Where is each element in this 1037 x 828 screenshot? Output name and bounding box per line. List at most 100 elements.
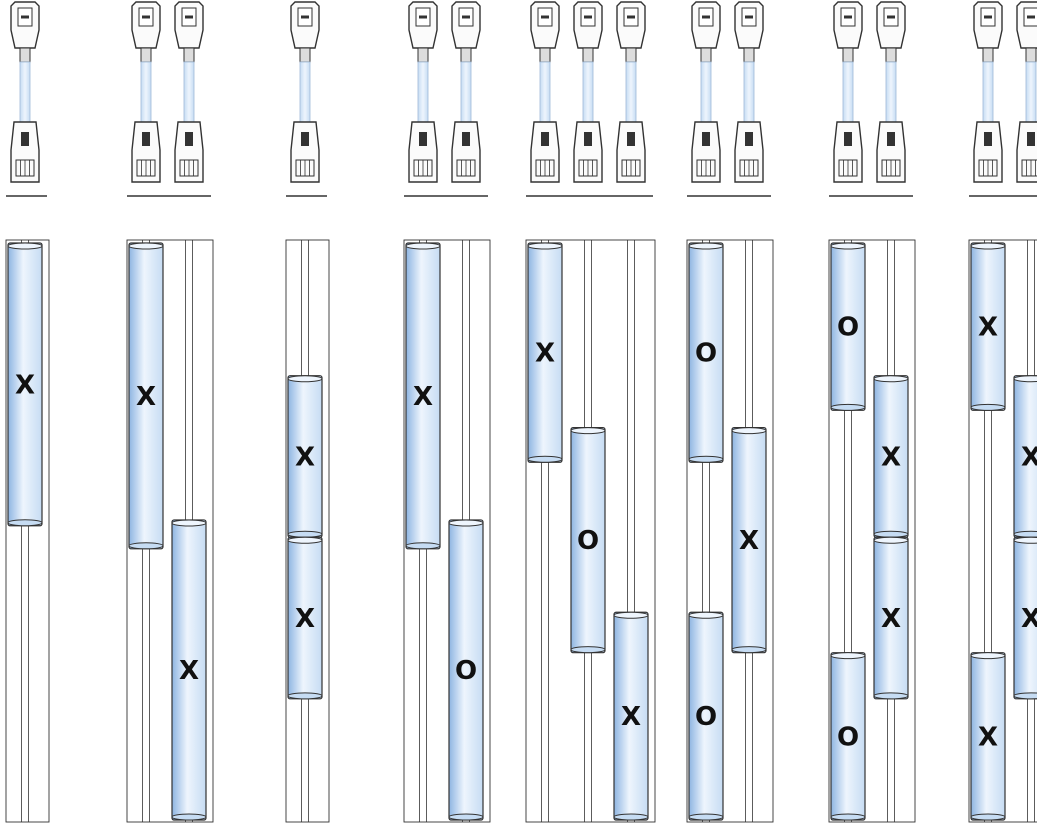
dual-roller-unit-icon (174, 1, 204, 183)
roller-base-shape (408, 121, 438, 183)
lane-frame-group: X (5, 239, 50, 823)
roller-base-shape (691, 121, 721, 183)
tube-cap-top (405, 242, 441, 250)
lane-frame (828, 239, 916, 823)
tube-cap-bottom (570, 646, 606, 654)
roller-base-shape (616, 121, 646, 183)
dual-roller-unit-icon (408, 1, 438, 183)
tube-cap-top (970, 242, 1006, 250)
lane-frame (403, 239, 491, 823)
tube-cap-top (688, 611, 724, 619)
roller-base-shape (10, 121, 40, 183)
roller-neck (299, 47, 311, 63)
flow-tube-icon (700, 61, 712, 123)
tube-cap-bottom (873, 530, 909, 538)
tube-label: O (695, 702, 717, 732)
unit-icon-group (404, 1, 488, 197)
roller-neck (460, 47, 472, 63)
unit-icon-group (286, 1, 327, 197)
roller-clamp (142, 132, 150, 146)
tube-cap-bottom (448, 813, 484, 821)
dual-roller-unit-icon (10, 1, 40, 183)
tube-label: X (413, 382, 433, 412)
flow-tube-icon (417, 61, 429, 123)
tube-label: X (136, 382, 156, 412)
roller-base-shape (1016, 121, 1037, 183)
roller-neck (582, 47, 594, 63)
roller-clamp (887, 132, 895, 146)
configuration-6: OOX (686, 1, 774, 823)
roller-base-shape (131, 121, 161, 183)
unit-icon-group (127, 1, 211, 197)
roller-base-shape (876, 121, 906, 183)
tube-segment: X (405, 242, 441, 550)
roller-neck (982, 47, 994, 63)
tube-segment: X (970, 652, 1006, 821)
unit-icon-group (526, 1, 653, 197)
dual-roller-unit-icon (451, 1, 481, 183)
tube-label: X (1021, 604, 1037, 634)
configuration-2: XX (126, 1, 214, 823)
dual-roller-unit-icon (530, 1, 560, 183)
tube-segment: X (7, 242, 43, 527)
tube-cap-bottom (731, 646, 767, 654)
tube-segment: X (613, 611, 649, 821)
roller-clamp (702, 132, 710, 146)
lane-frame (968, 239, 1037, 823)
tube-segment: X (873, 375, 909, 538)
lane-frame-group: X X X X (968, 239, 1037, 823)
tube-segment: O (830, 652, 866, 821)
tube-cap-bottom (128, 542, 164, 550)
tube-cap-bottom (405, 542, 441, 550)
roller-clamp (745, 132, 753, 146)
tube-cap-bottom (688, 813, 724, 821)
roller-neck (539, 47, 551, 63)
roller-neck (625, 47, 637, 63)
tube-cap-bottom (830, 403, 866, 411)
roller-base-shape (530, 121, 560, 183)
roller-neck (743, 47, 755, 63)
tube-segment: X (287, 375, 323, 538)
tube-cap-bottom (970, 813, 1006, 821)
flow-tube-icon (539, 61, 551, 123)
lane-frame-group: XX (285, 239, 330, 823)
roller-base-shape (573, 121, 603, 183)
tube-label: X (881, 604, 901, 634)
roller-neck (842, 47, 854, 63)
configuration-5: XOX (525, 1, 656, 823)
roller-base-shape (174, 121, 204, 183)
tube-label: X (15, 370, 35, 400)
tube-label: X (1021, 442, 1037, 472)
dual-roller-unit-icon (573, 1, 603, 183)
tube-segment: X (970, 242, 1006, 411)
tube-cap-top (171, 519, 207, 527)
tube-label: X (179, 656, 199, 686)
roller-base-shape (734, 121, 764, 183)
tube-segment: X (731, 427, 767, 654)
tube-label: X (295, 604, 315, 634)
tube-cap-bottom (1013, 530, 1037, 538)
lane-frame (126, 239, 214, 823)
tube-segment: X (1013, 536, 1037, 700)
tube-label: X (978, 313, 998, 343)
roller-neck (19, 47, 31, 63)
tube-cap-bottom (688, 455, 724, 463)
roller-clamp (462, 132, 470, 146)
unit-icon-group (6, 1, 47, 197)
tube-segment: X (171, 519, 207, 821)
tube-segment: O (570, 427, 606, 654)
flow-tube-icon (19, 61, 31, 123)
tube-cap-bottom (171, 813, 207, 821)
tube-segment: O (830, 242, 866, 411)
configuration-4: XO (403, 1, 491, 823)
tube-cap-bottom (1013, 692, 1037, 700)
lane-frame-group: OOX (686, 239, 774, 823)
roller-clamp (1027, 132, 1035, 146)
tube-label: X (621, 702, 641, 732)
tube-cap-top (830, 242, 866, 250)
tube-label: X (978, 722, 998, 752)
dual-roller-unit-icon (616, 1, 646, 183)
roller-clamp (844, 132, 852, 146)
tube-cap-bottom (527, 455, 563, 463)
